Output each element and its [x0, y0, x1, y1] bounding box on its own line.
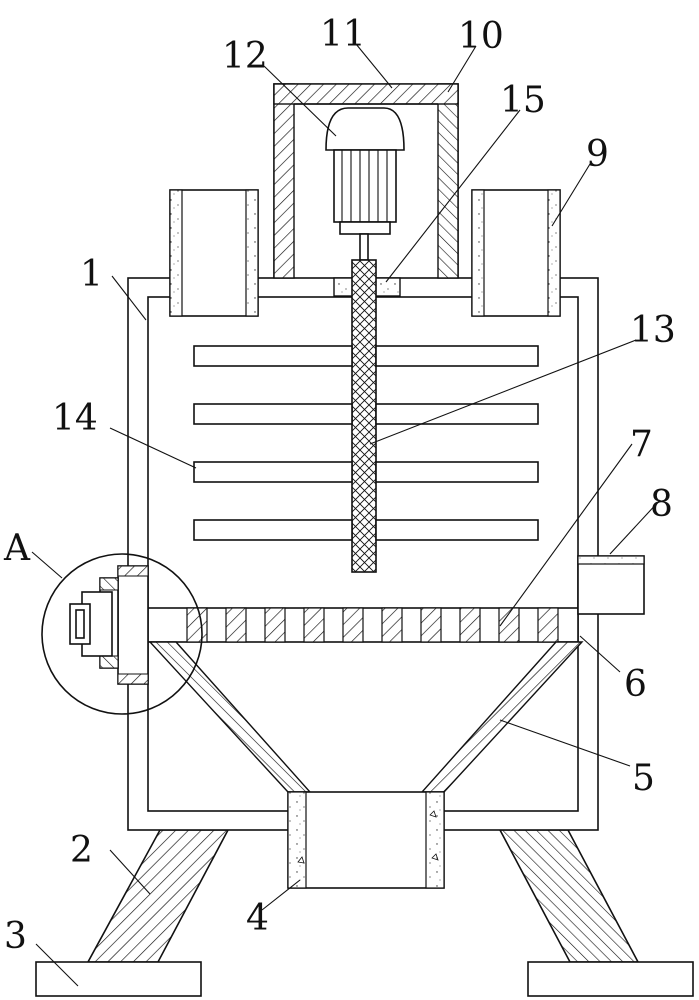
label-15: 15: [500, 80, 546, 121]
label-12: 12: [222, 36, 268, 77]
right-foot-plate: [527, 961, 694, 997]
label-4: 4: [246, 898, 269, 939]
filter-screen: [147, 607, 579, 643]
label-2: 2: [70, 830, 93, 871]
label-11: 11: [320, 14, 366, 55]
motor-cover: [273, 83, 459, 279]
motor: [325, 107, 405, 261]
label-8: 8: [650, 484, 673, 525]
label-14: 14: [52, 398, 98, 439]
side-outlet-pipe: [577, 555, 645, 615]
top-right-block: [471, 189, 561, 317]
label-1: 1: [80, 254, 103, 295]
stirring-shaft: [351, 259, 377, 573]
label-9: 9: [586, 134, 609, 175]
right-leg: [498, 829, 640, 963]
label-5: 5: [632, 758, 655, 799]
label-13: 13: [630, 310, 676, 351]
discharge-pipe: [287, 791, 445, 889]
label-a: A: [3, 528, 31, 569]
detail-circle-a: [41, 553, 203, 715]
leader-lines: [31, 43, 661, 987]
stirring-blades: [193, 345, 539, 541]
label-6: 6: [624, 664, 647, 705]
left-foot-plate: [35, 961, 202, 997]
left-leg: [86, 829, 230, 963]
label-3: 3: [4, 916, 27, 957]
label-7: 7: [630, 424, 653, 465]
top-left-block: [169, 189, 259, 317]
label-10: 10: [458, 16, 504, 57]
